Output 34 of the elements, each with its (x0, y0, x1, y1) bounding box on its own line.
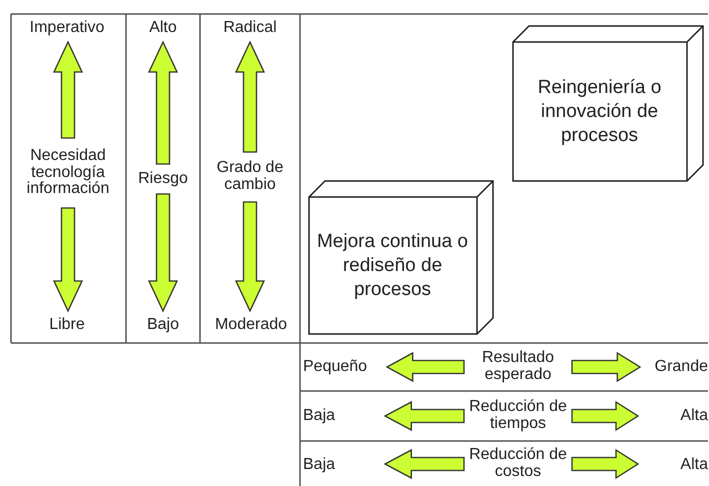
scale-end-label: Libre (49, 316, 85, 334)
scale-end-label: Alto (149, 20, 177, 36)
scale-end-label: Imperativo (30, 20, 104, 36)
block-arrow (386, 352, 465, 382)
block-arrow (148, 193, 178, 313)
block-arrow (52, 40, 84, 139)
scale-end-label: Baja (303, 456, 336, 474)
axis-label: Alta (680, 408, 708, 424)
block-arrow (52, 207, 84, 313)
scale-end-label: Pequeño (303, 358, 368, 376)
scale-end-label: Radical (223, 20, 277, 36)
process-block (308, 180, 494, 335)
block-arrow (571, 352, 642, 382)
scale-end-label: Bajo (146, 316, 180, 334)
axis-label: Reducción de costos (468, 447, 568, 481)
block-arrow (571, 448, 640, 480)
axis-label: Grande (654, 358, 708, 376)
scale-end-label: Moderado (214, 316, 288, 334)
block-label: Reingeniería o innovación de procesos (536, 76, 662, 148)
block-arrow (384, 448, 465, 480)
block-arrow (234, 201, 266, 313)
axis-label: Necesidad tecnología información (26, 148, 110, 198)
block-arrow (571, 400, 640, 432)
axis-label: Grado de cambio (216, 160, 284, 194)
block-arrow (148, 40, 178, 165)
axis-label: Riesgo (138, 170, 188, 188)
axis-label: Reducción de tiempos (468, 399, 568, 433)
axis-label: Alta (680, 456, 708, 474)
axis-label: Resultado esperado (480, 350, 556, 384)
block-arrow (384, 400, 465, 432)
block-arrow (234, 40, 266, 153)
scale-end-label: Baja (303, 408, 336, 424)
block-label: Mejora continua o rediseño de procesos (316, 230, 469, 302)
process-block (512, 25, 704, 182)
